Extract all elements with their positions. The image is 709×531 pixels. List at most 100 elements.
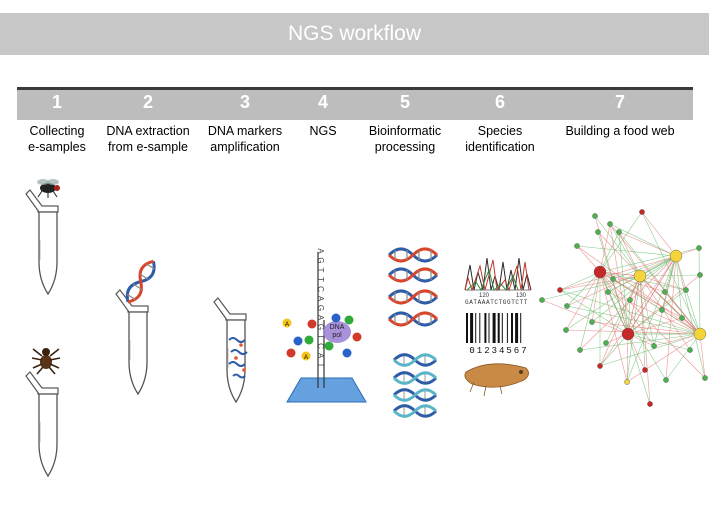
step-number-2: 2 [142,92,153,112]
network-edge [599,271,628,383]
network-edge [627,333,651,405]
step-label-7: Building a food web [565,124,675,138]
chromatogram-tick-right: 130 [516,293,527,299]
network-edge [559,271,601,291]
network-edge [591,255,677,323]
sequence-base: T [316,363,325,368]
network-edge [626,333,629,383]
network-edge [618,231,629,335]
network-edge [675,255,683,319]
network-edge [599,333,629,367]
network-edge [627,333,691,351]
step-number-bar: 1 2 3 4 5 6 7 [17,87,693,120]
network-node [597,363,603,369]
network-edge [609,223,641,277]
network-node [647,401,653,407]
network-node [592,213,598,219]
network-node [595,229,601,235]
network-edge [626,333,701,383]
network-edge [566,305,701,335]
species-barcode [466,313,522,343]
network-edge [579,271,601,351]
svg-text:A: A [285,322,289,328]
network-node [662,289,668,295]
network-edge [559,289,629,335]
network-edge [627,317,683,335]
network-edge [566,271,601,307]
sequence-base: T [316,334,325,339]
network-edge [685,289,701,335]
network-edge [599,271,667,381]
step-label-3: DNA markers amplification [207,124,283,154]
network-node [683,287,689,293]
page-title: NGS workflow [0,13,709,55]
network-edge [579,255,677,351]
network-edge [653,333,701,347]
network-edge [559,289,701,335]
network-node [696,245,702,251]
network-edge [699,333,706,379]
step-label-4: NGS [309,124,337,138]
network-node [603,340,609,346]
leafhopper-icon [464,363,529,397]
step-number-5: 5 [399,92,410,112]
network-edge [591,271,601,323]
network-edge [599,271,666,293]
network-node [616,229,622,235]
network-edge [609,223,677,257]
network-node [687,347,693,353]
sequence-base: C [316,286,325,292]
network-node [624,379,630,385]
sequence-base: A [316,315,325,321]
step-number-7: 7 [614,92,625,112]
network-node [659,307,665,313]
network-edge [641,211,701,335]
network-edge [612,255,677,280]
step-number-4: 4 [317,92,328,112]
step-label-5: Bioinformatic processing [368,124,442,154]
network-node [564,303,570,309]
sequence-base: G [316,324,325,330]
network-edge [576,245,677,257]
network-node [693,327,707,341]
network-edge [627,274,701,335]
barcode-digits: 01234567 [469,346,528,356]
sample-tube-fly [25,189,59,295]
network-edge [627,333,646,371]
sequence-base: A [316,296,325,302]
dna-helix-icon [121,256,161,307]
network-edge [599,333,701,367]
network-edge [599,211,643,273]
spider-icon [31,348,61,375]
network-node [593,265,607,279]
bioinformatics-helix-stack [387,247,439,418]
network-node [589,319,595,325]
network-node [663,377,669,383]
network-edge [698,247,701,335]
sequence-base: G [316,305,325,311]
fly-icon [37,179,60,198]
network-edge [653,255,677,347]
network-edge [599,271,706,379]
step-number-3: 3 [239,92,250,112]
network-node [605,289,611,295]
network-edge [576,245,701,335]
extraction-tube [115,289,149,395]
sequence-base: C [316,343,325,349]
step-label-1: Collecting e-samples [28,124,86,154]
network-node [610,276,616,282]
sample-tube-spider [25,371,59,477]
network-edge [627,275,641,335]
network-edge [597,231,629,335]
network-node [577,347,583,353]
network-edge [599,271,641,277]
network-edge [618,231,677,257]
sequence-base: A [316,248,325,254]
network-edge [627,289,687,335]
network-edge [599,223,611,273]
network-node [669,249,683,263]
network-node [642,367,648,373]
network-node [633,269,647,283]
